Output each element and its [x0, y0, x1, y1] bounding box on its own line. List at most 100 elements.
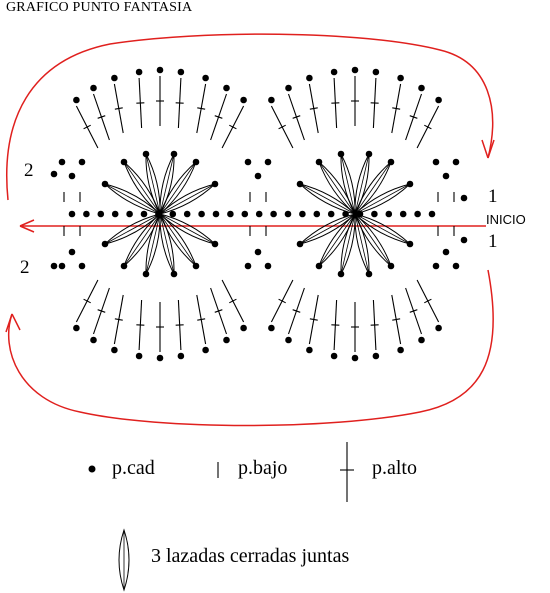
double-crochet-mark: [287, 287, 305, 335]
chain-stitch-dot: [296, 180, 304, 188]
chain-stitch-dot: [101, 180, 109, 188]
chain-stitch-dot: [372, 68, 380, 76]
direction-arrows: [5, 33, 495, 427]
chain-stitch-dot: [432, 158, 440, 166]
chain-stitch-dot: [126, 210, 133, 218]
chain-stitch-dot: [170, 150, 178, 158]
chain-stitch-dot: [306, 346, 313, 354]
cluster-leaf: [159, 152, 175, 216]
double-crochet-mark: [196, 294, 207, 345]
chain-stitch-dot: [111, 210, 119, 218]
cluster-leaf: [354, 213, 392, 267]
row-label-2-bottom: 2: [20, 257, 30, 278]
cluster-leaf: [354, 213, 411, 245]
legend-double-label: p.alto: [372, 457, 417, 479]
chain-stitch-dot: [183, 210, 191, 218]
cluster-leaf: [354, 212, 370, 276]
cluster-leaf: [318, 213, 356, 267]
double-crochet-mark: [221, 105, 245, 149]
chain-stitch-dot: [58, 158, 66, 166]
chain-stitch-dot: [365, 150, 373, 158]
chain-stitch-dot: [202, 346, 209, 354]
chain-stitch-dot: [399, 210, 407, 218]
double-crochet-mark: [196, 83, 207, 134]
double-crochet-mark: [331, 77, 340, 129]
chain-stitch-dot: [337, 270, 345, 278]
chain-stitch-dot: [202, 74, 209, 82]
double-crochet-mark: [270, 279, 294, 323]
chain-stitch-dot: [244, 158, 252, 166]
chain-stitch-dot: [337, 150, 345, 158]
double-crochet-mark: [351, 302, 359, 352]
row-label-1-top: 1: [488, 186, 498, 207]
chain-stitch-dot: [73, 324, 80, 332]
chain-stitch-dot: [313, 210, 321, 218]
double-crochet-mark: [92, 93, 110, 141]
chain-stitch-dot: [255, 210, 263, 218]
cluster-leaf: [299, 213, 356, 245]
double-crochet-mark: [136, 299, 145, 351]
chain-stitch-dot: [315, 158, 323, 166]
cluster-leaf: [299, 183, 356, 215]
chain-stitch-dot: [156, 354, 164, 362]
chain-stitch-dot: [285, 84, 292, 92]
chain-stitch-dot: [120, 158, 128, 166]
chain-stitch-dot: [140, 210, 148, 218]
double-crochet-mark: [136, 77, 145, 129]
cluster-leaf: [159, 213, 197, 267]
double-crochet-mark: [287, 93, 305, 141]
chain-stitch-dot: [198, 210, 205, 218]
chain-stitch-dot: [223, 84, 230, 92]
chain-stitch-dot: [111, 346, 118, 354]
chain-stitch-dot: [142, 150, 150, 158]
chain-stitch-dot: [192, 158, 200, 166]
double-crochet-mark: [156, 302, 164, 352]
double-crochet-mark: [113, 83, 124, 134]
cluster-leaf: [354, 152, 370, 216]
chain-stitch-dot: [78, 262, 86, 270]
chain-stitch-dot: [169, 210, 177, 218]
double-crochet-mark: [370, 299, 379, 351]
chain-stitch-dot: [306, 74, 313, 82]
chain-stitch-dot: [68, 248, 76, 256]
double-crochet-mark: [405, 287, 423, 335]
chain-stitch-dot: [270, 210, 277, 218]
chain-stitch-dot: [432, 262, 440, 270]
chain-stitch-dot: [211, 240, 219, 248]
direction-arrow: [19, 219, 486, 233]
chain-stitch-dot: [111, 74, 118, 82]
double-crochet-mark: [391, 83, 402, 134]
double-crochet-mark: [92, 287, 110, 335]
chain-stitch-dot: [397, 74, 404, 82]
direction-arrow: [5, 269, 494, 427]
chain-stitch-dot: [442, 172, 450, 180]
chain-stitch-dot: [68, 210, 76, 218]
chain-stitch-dot: [244, 262, 252, 270]
chain-stitch-dot: [101, 240, 109, 248]
double-crochet-mark: [351, 76, 359, 126]
chain-stitch-dot: [156, 66, 164, 74]
double-crochet-mark: [175, 77, 184, 129]
chain-stitch-dot: [299, 210, 306, 218]
legend-single-label: p.bajo: [238, 457, 288, 479]
chain-stitch-dot: [327, 210, 335, 218]
chain-stitch-dot: [397, 346, 404, 354]
cluster-leaf: [123, 161, 161, 215]
legend-symbols: [88, 442, 354, 592]
chain-stitch-dot: [120, 262, 128, 270]
chain-stitch-dot: [315, 262, 323, 270]
chain-stitch-dot: [88, 465, 96, 473]
double-crochet-mark: [221, 279, 245, 323]
chain-stitch-dot: [240, 324, 247, 332]
cluster-leaf: [354, 183, 411, 215]
chain-stitch-dot: [284, 210, 292, 218]
chain-stitch-dot: [264, 158, 272, 166]
chain-stitch-dot: [73, 96, 80, 104]
chain-stitch-dot: [264, 262, 272, 270]
double-crochet-mark: [210, 93, 228, 141]
chain-stitch-dot: [97, 210, 105, 218]
chain-stitch-dot: [330, 68, 338, 76]
double-crochet-mark: [113, 294, 124, 345]
chain-stitch-dot: [223, 336, 230, 344]
three-loop-cluster-icon: [118, 528, 130, 592]
